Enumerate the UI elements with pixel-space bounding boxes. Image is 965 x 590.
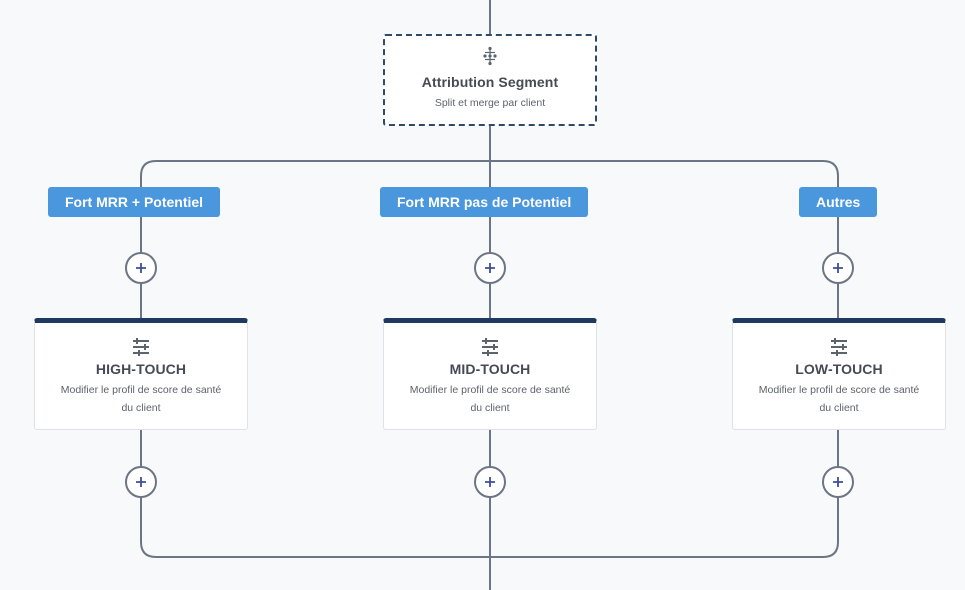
split-node[interactable]: Attribution Segment Split et merge par c…	[383, 34, 597, 126]
action-node-title: HIGH-TOUCH	[95, 361, 187, 377]
split-merge-icon	[385, 46, 595, 66]
add-step-button-center-lower[interactable]	[474, 466, 506, 498]
action-node-title: MID-TOUCH	[449, 361, 531, 377]
sliders-icon	[384, 337, 596, 357]
action-node-description: Modifier le profil de score de santé du …	[758, 384, 920, 414]
action-node-low-touch[interactable]: LOW-TOUCH Modifier le profil de score de…	[732, 318, 946, 430]
action-node-description: Modifier le profil de score de santé du …	[409, 384, 571, 414]
split-node-title: Attribution Segment	[421, 74, 559, 90]
add-step-button-left-lower[interactable]	[125, 466, 157, 498]
action-node-description: Modifier le profil de score de santé du …	[60, 384, 222, 414]
action-node-high-touch[interactable]: HIGH-TOUCH Modifier le profil de score d…	[34, 318, 248, 430]
add-step-button-center-upper[interactable]	[474, 252, 506, 284]
plus-icon	[136, 263, 146, 273]
plus-icon	[833, 263, 843, 273]
sliders-icon	[35, 337, 247, 357]
branch-label-others[interactable]: Autres	[799, 187, 878, 217]
add-step-button-left-upper[interactable]	[125, 252, 157, 284]
plus-icon	[485, 263, 495, 273]
plus-icon	[485, 477, 495, 487]
add-step-button-right-upper[interactable]	[822, 252, 854, 284]
split-node-description: Split et merge par client	[434, 97, 546, 109]
branch-label-no-potential[interactable]: Fort MRR pas de Potentiel	[380, 187, 589, 217]
sliders-icon	[733, 337, 945, 357]
connector-split-bar	[140, 160, 839, 187]
plus-icon	[833, 477, 843, 487]
branch-label-high-potential[interactable]: Fort MRR + Potentiel	[48, 187, 221, 217]
action-node-mid-touch[interactable]: MID-TOUCH Modifier le profil de score de…	[383, 318, 597, 430]
add-step-button-right-lower[interactable]	[822, 466, 854, 498]
action-node-title: LOW-TOUCH	[795, 361, 883, 377]
plus-icon	[136, 477, 146, 487]
connector-merge-bar	[140, 430, 839, 558]
